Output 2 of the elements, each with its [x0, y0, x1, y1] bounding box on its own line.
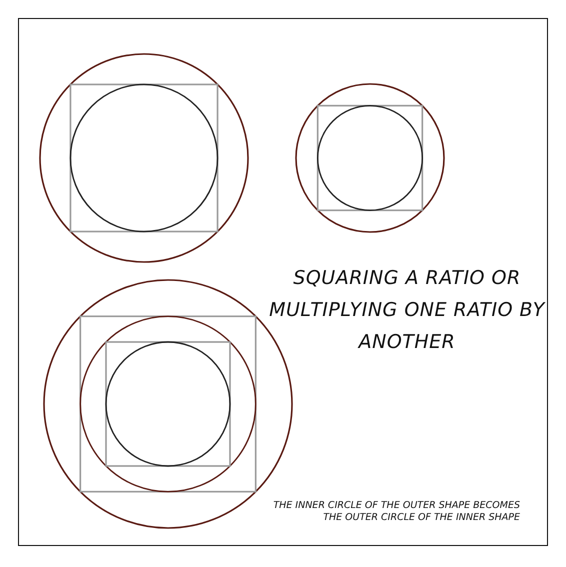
caption: THE INNER CIRCLE OF THE OUTER SHAPE BECOMES THE OUTER CIRCLE OF THE INNER SHAPE — [272, 500, 520, 524]
title: SQUARING A RATIO OR MULTIPLYING ONE RATIO BY ANOTHER — [268, 266, 546, 355]
